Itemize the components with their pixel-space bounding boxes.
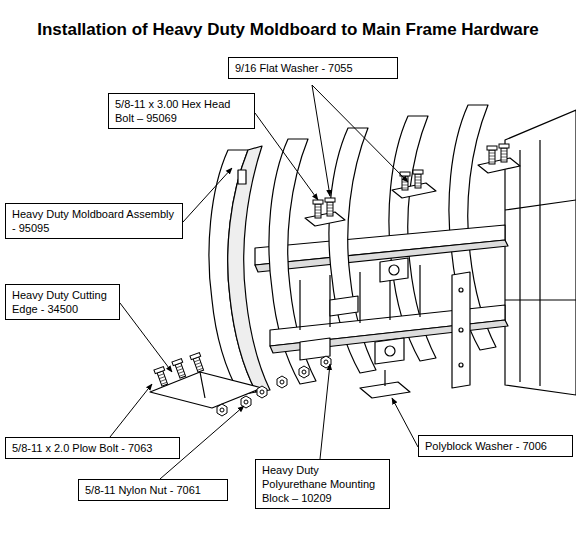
diagram-title: Installation of Heavy Duty Moldboard to … xyxy=(0,20,576,40)
callout-label: 9/16 Flat Washer - 7055 xyxy=(235,61,391,75)
callout-box: Heavy Duty Polyurethane Mounting Block –… xyxy=(255,459,390,509)
callout-label: Heavy Duty Cutting Edge - 34500 xyxy=(12,288,113,316)
callout-label: Polyblock Washer - 7006 xyxy=(425,439,566,453)
callout-box: Heavy Duty Cutting Edge - 34500 xyxy=(5,284,120,320)
callout-box: 5/8-11 Nylon Nut - 7061 xyxy=(78,479,228,501)
callout-label: Heavy Duty Polyurethane Mounting Block –… xyxy=(262,463,383,505)
callout-label: Heavy Duty Moldboard Assembly - 95095 xyxy=(12,207,176,235)
callout-label: 5/8-11 x 3.00 Hex Head Bolt – 95069 xyxy=(115,97,248,125)
callout-box: 9/16 Flat Washer - 7055 xyxy=(228,57,398,79)
callout-label: 5/8-11 x 2.0 Plow Bolt - 7063 xyxy=(12,441,173,455)
callout-box: 5/8-11 x 2.0 Plow Bolt - 7063 xyxy=(5,437,180,459)
hardware xyxy=(154,144,509,416)
callout-box: 5/8-11 x 3.00 Hex Head Bolt – 95069 xyxy=(108,93,255,129)
leader-lines xyxy=(110,85,418,479)
callout-box: Heavy Duty Moldboard Assembly - 95095 xyxy=(5,203,183,239)
callout-label: 5/8-11 Nylon Nut - 7061 xyxy=(85,483,221,497)
callout-box: Polyblock Washer - 7006 xyxy=(418,435,573,457)
plow-body xyxy=(150,105,576,408)
